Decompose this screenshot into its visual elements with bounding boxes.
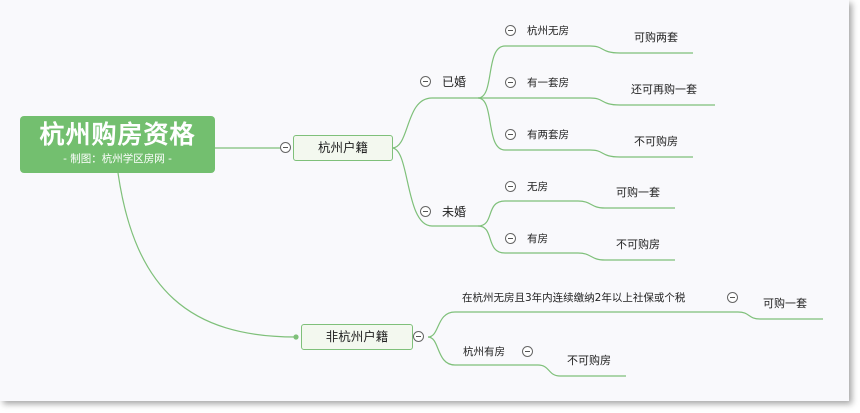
link-hz-unmarried: [391, 147, 478, 227]
result-label: 不可购房: [567, 354, 611, 367]
collapse-icon[interactable]: [413, 331, 424, 342]
collapse-icon[interactable]: [505, 129, 516, 140]
node-social-security-condition[interactable]: 在杭州无房且3年内连续缴纳2年以上社保或个税: [462, 292, 686, 304]
link-unmarried-1: [477, 200, 578, 227]
result-label: 不可购房: [634, 135, 678, 148]
collapse-icon[interactable]: [505, 233, 516, 244]
result-label: 可购一套: [763, 297, 807, 310]
collapse-icon[interactable]: [727, 292, 738, 303]
node-one-house[interactable]: 有一套房: [527, 77, 569, 89]
connector-lines: [117, 45, 823, 377]
mindmap-canvas: 杭州购房资格 - 制图：杭州学区房网 - 杭州户籍 非杭州户籍 已婚 未婚 杭州…: [20, 25, 823, 377]
link-nonhz-1: [427, 311, 738, 338]
link-nonhz-2: [427, 336, 538, 366]
collapse-icon[interactable]: [420, 206, 431, 217]
collapse-icon[interactable]: [420, 76, 431, 87]
collapse-icon[interactable]: [505, 25, 516, 36]
link-root-nonhangzhou: [117, 172, 297, 338]
result-label: 还可再购一套: [631, 83, 697, 96]
root-title: 杭州购房资格: [39, 120, 196, 149]
node-has-house[interactable]: 有房: [527, 233, 548, 245]
link-result-5: [577, 252, 675, 261]
collapse-icon[interactable]: [505, 181, 516, 192]
link-married-1: [477, 45, 590, 99]
collapse-icon[interactable]: [522, 346, 533, 357]
link-result-7: [537, 364, 626, 377]
collapse-icon[interactable]: [280, 142, 291, 153]
link-result-2: [589, 97, 715, 106]
link-unmarried-2: [477, 225, 578, 254]
node-label: 杭州户籍: [317, 140, 368, 155]
node-married[interactable]: 已婚: [442, 75, 467, 89]
link-result-3: [589, 149, 693, 158]
link-hz-married: [391, 97, 478, 149]
node-two-houses[interactable]: 有两套房: [527, 129, 569, 141]
node-label: 非杭州户籍: [325, 329, 389, 344]
result-label: 不可购房: [616, 238, 660, 251]
node-unmarried[interactable]: 未婚: [442, 205, 467, 219]
result-label: 可购一套: [616, 186, 660, 199]
link-result-1: [589, 45, 693, 54]
root-node[interactable]: 杭州购房资格 - 制图：杭州学区房网 -: [20, 116, 215, 173]
link-married-3: [477, 97, 590, 151]
link-result-4: [577, 200, 675, 209]
node-hangzhou-hukou[interactable]: 杭州户籍: [293, 135, 393, 161]
node-non-hangzhou-hukou[interactable]: 非杭州户籍: [301, 324, 413, 350]
root-subtitle: - 制图：杭州学区房网 -: [63, 153, 172, 165]
node-no-house[interactable]: 杭州无房: [527, 25, 569, 37]
node-no-house[interactable]: 无房: [527, 181, 548, 193]
link-dot: [293, 334, 299, 340]
collapse-icon[interactable]: [505, 77, 516, 88]
link-result-6: [737, 311, 823, 320]
node-hangzhou-has-house[interactable]: 杭州有房: [463, 346, 505, 358]
result-label: 可购两套: [634, 31, 678, 44]
